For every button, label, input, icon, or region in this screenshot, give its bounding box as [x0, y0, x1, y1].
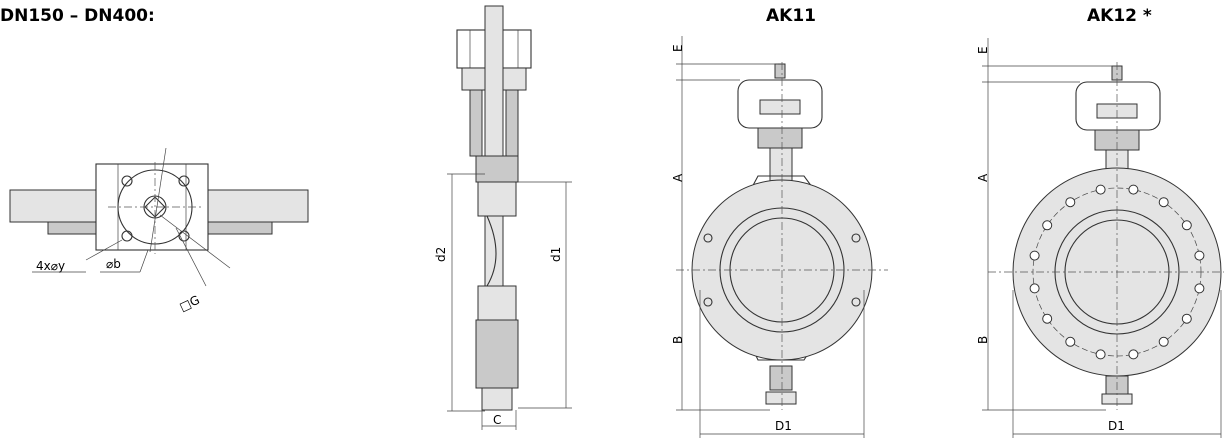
ak12-heading: AK12 * — [1087, 6, 1152, 26]
ak11-a-label: A — [671, 173, 685, 182]
ak12-d1-label: D1 — [1108, 419, 1125, 433]
top-view: 4x⌀y ⌀b □G — [9, 147, 309, 314]
lever-foot-right — [207, 221, 273, 235]
ak12-bolt-hole — [1029, 250, 1040, 261]
bolt-hole — [121, 175, 133, 187]
ak11-e-label: E — [671, 44, 685, 52]
ak11-view: E A B D1 — [671, 36, 888, 438]
ak12-bolt-hole — [1128, 349, 1139, 360]
ak12-bolt-hole — [1095, 184, 1106, 195]
ak11-heading: AK11 — [766, 6, 816, 26]
ak12-view: E A B D1 — [976, 38, 1224, 438]
ak12-bolt-hole — [1158, 197, 1169, 208]
holes-label: 4x⌀y — [36, 259, 65, 273]
disc-upper — [477, 181, 517, 217]
ak11-d1-label: D1 — [775, 419, 792, 433]
lever-foot-left — [47, 221, 97, 235]
c-label: C — [493, 413, 501, 427]
section-view: d2 d1 C — [434, 5, 572, 430]
ak12-bolt-hole — [1128, 184, 1139, 195]
ak12-bolt-hole — [1194, 283, 1205, 294]
ak12-bolt-hole — [1194, 250, 1205, 261]
bolt-hole — [178, 175, 190, 187]
bolt-hole — [121, 230, 133, 242]
neck-left — [469, 89, 483, 157]
square-label: □G — [177, 293, 202, 314]
ak12-bolt-hole — [1065, 336, 1076, 347]
d2-label: d2 — [434, 247, 448, 262]
ak11-bottom — [769, 365, 793, 391]
neck-right — [505, 89, 519, 157]
ak12-b-label: B — [976, 336, 990, 344]
ak11-spindle — [774, 63, 786, 79]
ak11-top-flange — [759, 99, 801, 115]
disc-profile — [486, 215, 497, 287]
bolt-hole — [178, 230, 190, 242]
ak12-bolt-hole — [1042, 313, 1053, 324]
lever-right — [207, 189, 309, 223]
body-upper — [475, 155, 519, 183]
ak12-bolt-hole — [1095, 349, 1106, 360]
ak11-yoke — [757, 127, 803, 149]
ak12-a-label: A — [976, 173, 990, 182]
ak12-bolt-hole — [1158, 336, 1169, 347]
range-heading: DN150 – DN400: — [0, 6, 155, 26]
d1-label: d1 — [549, 247, 563, 262]
square-drive — [144, 196, 166, 218]
body-lower — [475, 319, 519, 389]
ak12-bolt-hole — [1181, 313, 1192, 324]
flange-body — [95, 163, 209, 251]
bore-label: ⌀b — [106, 257, 121, 271]
disc-lower — [477, 285, 517, 321]
ak12-bolt-hole — [1181, 220, 1192, 231]
ak12-bolt-hole — [1042, 220, 1053, 231]
ak12-bolt-hole — [1029, 283, 1040, 294]
ak12-bolt-hole — [1065, 197, 1076, 208]
lever-left — [9, 189, 97, 223]
bottom-cap — [481, 387, 513, 411]
ak12-e-label: E — [976, 46, 990, 54]
ak11-b-label: B — [671, 336, 685, 344]
